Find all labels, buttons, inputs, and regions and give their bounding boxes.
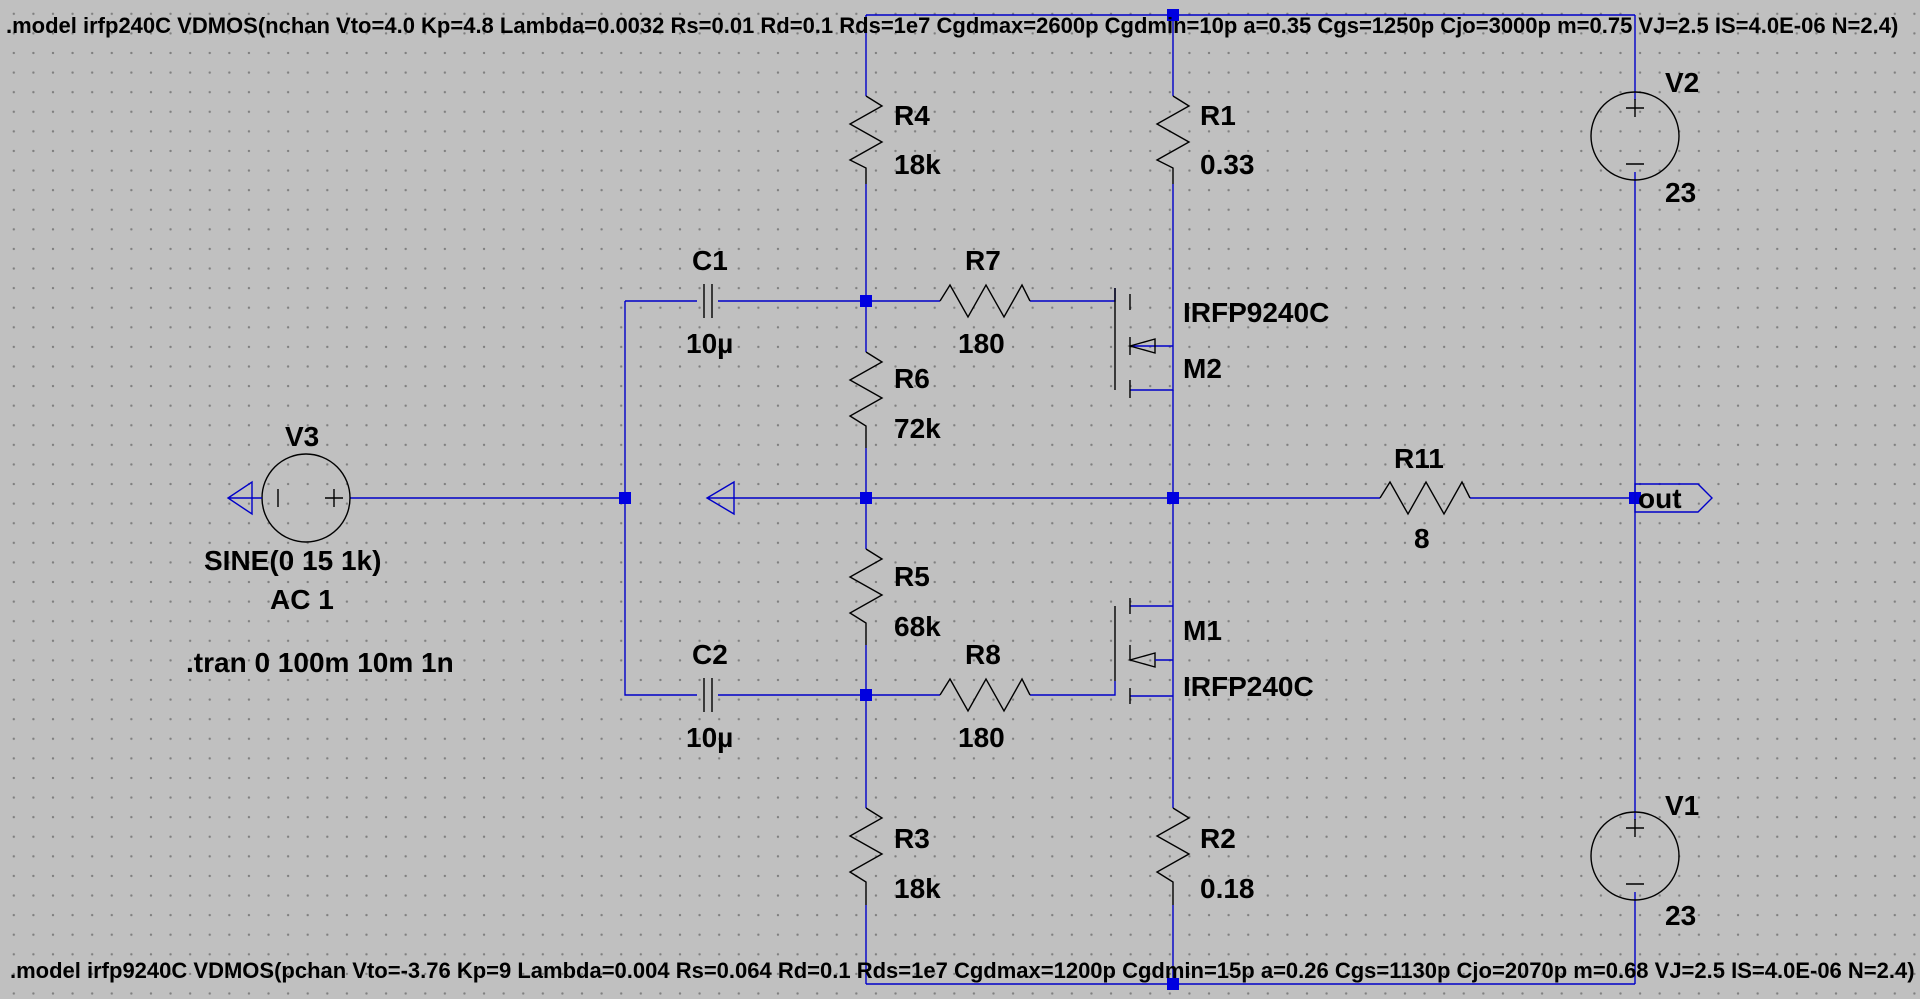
mosfet-m1-nchan[interactable]: [1114, 598, 1174, 704]
junction-dot[interactable]: [1167, 978, 1179, 990]
wire-gate-m1[interactable]: [866, 681, 1116, 696]
r2-name: R2: [1200, 823, 1236, 854]
junction-dot[interactable]: [860, 295, 872, 307]
ground-symbol[interactable]: [705, 480, 735, 516]
r5-name: R5: [894, 561, 930, 592]
r4-value: 18k: [894, 149, 941, 180]
capacitor-c1[interactable]: [703, 284, 713, 318]
resistor-r6[interactable]: [848, 351, 884, 448]
tran-directive[interactable]: .tran 0 100m 10m 1n: [186, 647, 454, 678]
resistor-r3[interactable]: [848, 807, 884, 905]
c2-name: C2: [692, 639, 728, 670]
v3-name: V3: [285, 421, 319, 452]
r3-name: R3: [894, 823, 930, 854]
junctions: [619, 9, 1641, 990]
junction-dot[interactable]: [860, 492, 872, 504]
r2-value: 0.18: [1200, 873, 1255, 904]
m1-model: IRFP240C: [1183, 671, 1314, 702]
model-pchan-directive[interactable]: .model irfp9240C VDMOS(pchan Vto=-3.76 K…: [10, 958, 1915, 983]
resistor-r8[interactable]: [939, 677, 1031, 713]
v1-name: V1: [1665, 790, 1699, 821]
junction-dot[interactable]: [1167, 492, 1179, 504]
c2-value: 10µ: [686, 722, 733, 753]
r6-name: R6: [894, 363, 930, 394]
v1-value: 23: [1665, 900, 1696, 931]
wire-gate-m2[interactable]: [866, 288, 1116, 302]
m1-name: M1: [1183, 615, 1222, 646]
wire-mosfet-m2[interactable]: [1130, 184, 1174, 391]
resistor-r5[interactable]: [848, 548, 884, 645]
voltage-source-v3[interactable]: [261, 453, 351, 543]
c1-value: 10µ: [686, 328, 733, 359]
r11-value: 8: [1414, 523, 1430, 554]
r7-value: 180: [958, 328, 1005, 359]
m2-name: M2: [1183, 353, 1222, 384]
r1-name: R1: [1200, 100, 1236, 131]
junction-dot[interactable]: [860, 689, 872, 701]
junction-dot[interactable]: [619, 492, 631, 504]
wires: [350, 14, 1636, 985]
resistor-r2[interactable]: [1155, 807, 1191, 905]
r1-value: 0.33: [1200, 149, 1255, 180]
v3-value: SINE(0 15 1k): [204, 545, 381, 576]
net-label-out-text: out: [1638, 483, 1682, 514]
resistor-r4[interactable]: [848, 88, 884, 184]
voltage-source-v1[interactable]: [1590, 808, 1680, 904]
r5-value: 68k: [894, 611, 941, 642]
voltage-source-v2[interactable]: [1590, 88, 1680, 184]
v2-name: V2: [1665, 67, 1699, 98]
m2-model: IRFP9240C: [1183, 297, 1329, 328]
r3-value: 18k: [894, 873, 941, 904]
model-nchan-directive[interactable]: .model irfp240C VDMOS(nchan Vto=4.0 Kp=4…: [6, 13, 1898, 38]
ground-symbol[interactable]: [226, 480, 262, 516]
r8-value: 180: [958, 722, 1005, 753]
c1-name: C1: [692, 245, 728, 276]
net-label-out[interactable]: out: [1634, 483, 1713, 514]
mosfet-m2-pchan[interactable]: [1114, 288, 1156, 398]
wire-bottom-rail[interactable]: [865, 904, 1636, 985]
r11-name: R11: [1394, 443, 1444, 474]
junction-dot[interactable]: [1167, 9, 1179, 21]
wire-mosfet-m1[interactable]: [1130, 605, 1174, 808]
wire-top-rail[interactable]: [865, 14, 1636, 88]
r6-value: 72k: [894, 413, 941, 444]
r8-name: R8: [965, 639, 1001, 670]
resistor-r1[interactable]: [1155, 88, 1191, 184]
wire-cap-loop[interactable]: [624, 300, 866, 696]
resistor-r11[interactable]: [1379, 480, 1471, 516]
v2-value: 23: [1665, 177, 1696, 208]
v3-ac: AC 1: [270, 584, 334, 615]
capacitor-c2[interactable]: [703, 678, 713, 712]
r4-name: R4: [894, 100, 930, 131]
r7-name: R7: [965, 245, 1001, 276]
resistor-r7[interactable]: [939, 283, 1031, 319]
